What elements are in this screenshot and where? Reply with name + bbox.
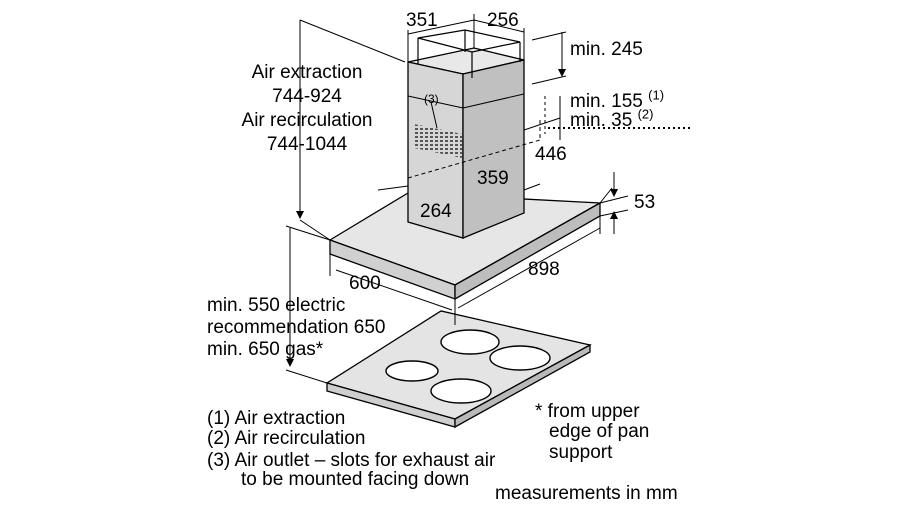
min-155-row: min. 155 (1) [570,87,665,113]
air-recirculation-label: Air recirculation [241,110,373,131]
min-155-label: min. 155 [570,91,643,112]
clearance-line1: min. 550 electric [207,295,346,316]
dimension-lines [285,14,692,384]
air-extraction-range: 744-924 [272,86,342,107]
air-recirculation-range: 744-1044 [266,134,348,155]
dim-53-label: 53 [634,192,656,213]
min-245-label: min. 245 [570,39,643,60]
dim-256-label: 256 [487,10,519,31]
hood-chimney [407,29,541,239]
dim-446-label: 446 [535,144,567,165]
min-35-row: min. 35 (2) [570,106,654,132]
footnote-line1: * from upper [535,401,640,422]
legend-item-3: (3) Air outlet – slots for exhaust air [207,450,496,471]
dim-600-label: 600 [349,273,381,294]
clearance-line2: recommendation 650 [207,317,386,338]
air-extraction-label: Air extraction [251,62,363,83]
dim-898-label: 898 [528,259,560,280]
legend-item-3-cont: to be mounted facing down [241,469,470,490]
hood-canopy [328,192,603,301]
outlet-marker-label: (3) [424,92,439,106]
legend-item-1: (1) Air extraction [207,408,346,429]
dim-264-label: 264 [420,201,452,222]
footnote-line2: edge of pan [549,421,650,442]
dim-359-label: 359 [477,168,509,189]
units-note: measurements in mm [495,483,678,504]
min-35-label: min. 35 [570,110,633,131]
legend-item-2: (2) Air recirculation [207,428,366,449]
footnote-line3: support [549,442,613,463]
clearance-line3: min. 650 gas* [207,339,324,360]
note-2-marker: (2) [637,106,654,122]
cooktop [325,310,592,429]
dim-351-label: 351 [406,10,438,31]
note-1-marker: (1) [648,87,665,103]
